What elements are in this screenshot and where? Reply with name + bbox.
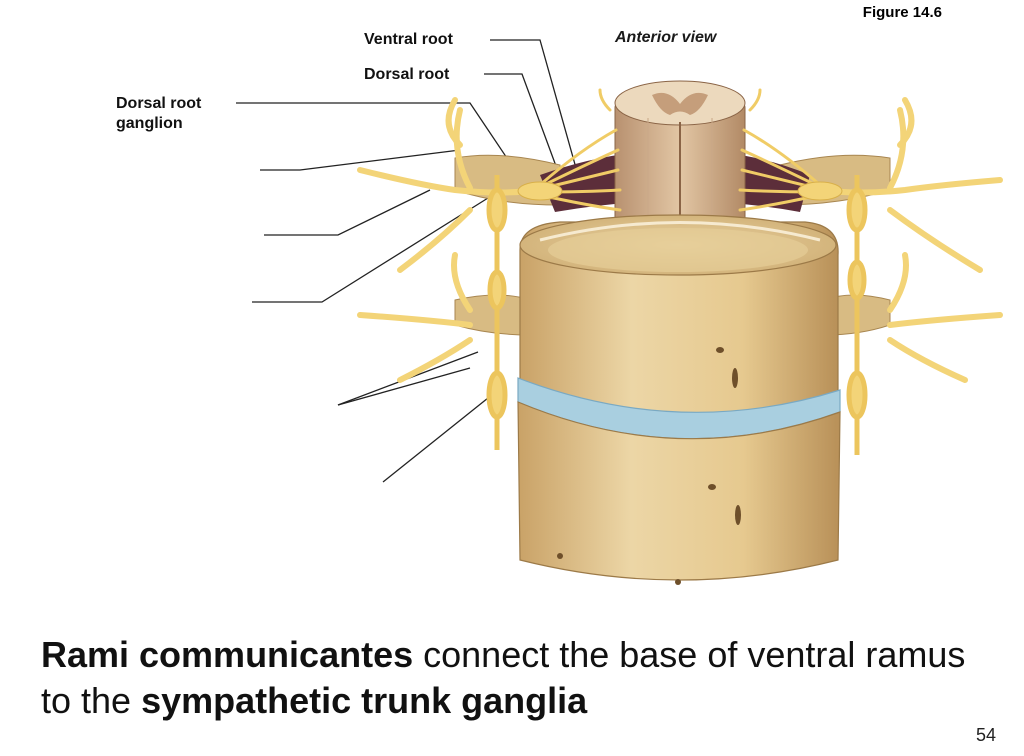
lower-vertebral-body (517, 401, 841, 581)
label-dorsal-root: Dorsal root (364, 66, 450, 83)
spinal-cord (614, 80, 746, 241)
view-label: Anterior view (615, 29, 717, 46)
leader-blank-5 (382, 397, 489, 483)
label-drg-line-2: ganglion (116, 115, 183, 132)
caption: Rami communicantes connect the base of v… (41, 632, 981, 724)
caption-text-1: connect the base of ventral ramus to the (41, 634, 966, 721)
leader-dorsal-root (484, 73, 564, 186)
sympathetic-trunk-left (486, 175, 508, 450)
leader-blank-2 (264, 189, 431, 236)
label-drg-line-1: Dorsal root (116, 95, 202, 112)
label-dorsal-root-ganglion: Dorsal root ganglion (116, 94, 201, 134)
caption-bold-1: Rami communicantes (41, 634, 414, 675)
spinal-nerves (357, 97, 1003, 383)
leader-blank-3 (252, 197, 489, 303)
figure-number: Figure 14.6 (862, 4, 942, 21)
page-number: 54 (975, 725, 996, 745)
dorsal-root-ganglion-right (797, 181, 843, 201)
label-ventral-root: Ventral root (364, 31, 453, 48)
leader-blank-1 (260, 149, 461, 171)
dorsal-root-ganglion-left (517, 181, 563, 201)
leader-ventral-root (490, 39, 586, 201)
bone-foramina (557, 347, 741, 585)
vertebra-illustration (236, 39, 1003, 585)
upper-vertebral-body (519, 214, 839, 417)
caption-bold-2: sympathetic trunk ganglia (141, 680, 588, 721)
leader-blank-4b (337, 367, 471, 406)
sympathetic-trunk-right (846, 175, 868, 455)
